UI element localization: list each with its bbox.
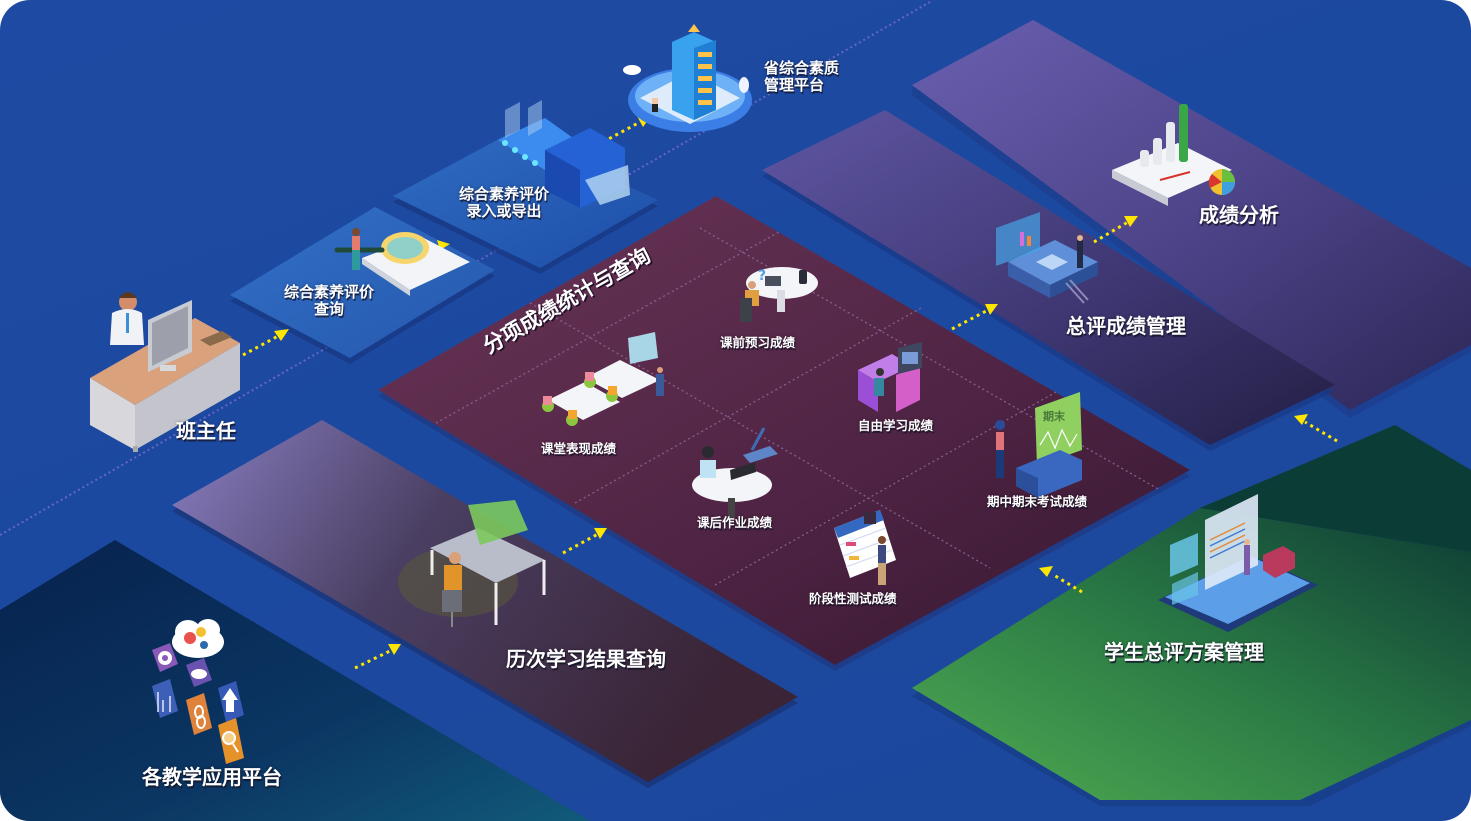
teaching-platforms-label[interactable]: 各教学应用平台 <box>142 765 282 789</box>
upload-arrow-icon <box>218 681 244 722</box>
magnifier-book-icon <box>334 228 470 296</box>
eval-query-label-line2: 查询 <box>313 300 344 319</box>
student-at-desk-with-phone-icon: ? <box>740 267 818 322</box>
item-label-preview[interactable]: 课前预习成绩 <box>720 335 796 350</box>
chart-icon <box>152 679 178 718</box>
exam-screen-label: 期末 <box>1043 409 1066 423</box>
province-label-line2: 管理平台 <box>764 76 825 95</box>
calendar-test-icon <box>834 510 896 585</box>
province-platform-node[interactable]: 省综合素质 管理平台 <box>764 59 840 95</box>
teacher-at-desk-icon <box>90 292 240 452</box>
teacher-label: 班主任 <box>176 419 236 443</box>
item-label-stage-test[interactable]: 阶段性测试成绩 <box>809 591 897 606</box>
history-query-label[interactable]: 历次学习结果查询 <box>506 647 666 671</box>
eval-query-label-line1: 综合素养评价 <box>283 283 374 301</box>
gear-icon <box>152 643 178 672</box>
eval-import-node[interactable]: 综合素养评价 录入或导出 <box>446 185 562 221</box>
conveyor-machine-icon <box>498 100 630 208</box>
grade-analysis-chart-icon <box>1112 104 1235 206</box>
cloud-gears-icon <box>172 619 224 658</box>
province-platform-building-icon <box>623 24 752 132</box>
item-label-homework[interactable]: 课后作业成绩 <box>697 515 773 530</box>
total-grade-mgmt-label[interactable]: 总评成绩管理 <box>1066 314 1186 338</box>
homework-tablet-icon <box>692 427 778 518</box>
province-label-line1: 省综合素质 <box>764 59 840 77</box>
item-label-self-study[interactable]: 自由学习成绩 <box>858 418 934 433</box>
eval-import-label-line2: 录入或导出 <box>466 202 542 221</box>
item-label-classroom[interactable]: 课堂表现成绩 <box>541 441 617 456</box>
flow-arrow <box>242 329 289 357</box>
link-icon <box>186 693 212 735</box>
cloud-icon <box>186 658 212 687</box>
history-desk-monitor-icon <box>398 500 546 627</box>
student-plan-screen-icon <box>1158 494 1318 632</box>
total-grade-platform-icon <box>996 212 1098 304</box>
item-label-exam[interactable]: 期中期末考试成绩 <box>987 494 1088 509</box>
search-icon <box>218 718 244 764</box>
student-plan-mgmt-label[interactable]: 学生总评方案管理 <box>1104 640 1264 664</box>
eval-import-label-line1: 综合素养评价 <box>458 185 549 203</box>
teaching-app-icons <box>152 619 244 764</box>
grade-analysis-label[interactable]: 成绩分析 <box>1199 203 1279 227</box>
eval-query-node[interactable]: 综合素养评价 查询 <box>273 283 385 319</box>
exam-screen-icon: 期末 <box>995 392 1082 498</box>
svg-text:?: ? <box>758 268 766 284</box>
classroom-students-icon <box>542 332 664 426</box>
computer-workstation-icon <box>858 342 922 412</box>
